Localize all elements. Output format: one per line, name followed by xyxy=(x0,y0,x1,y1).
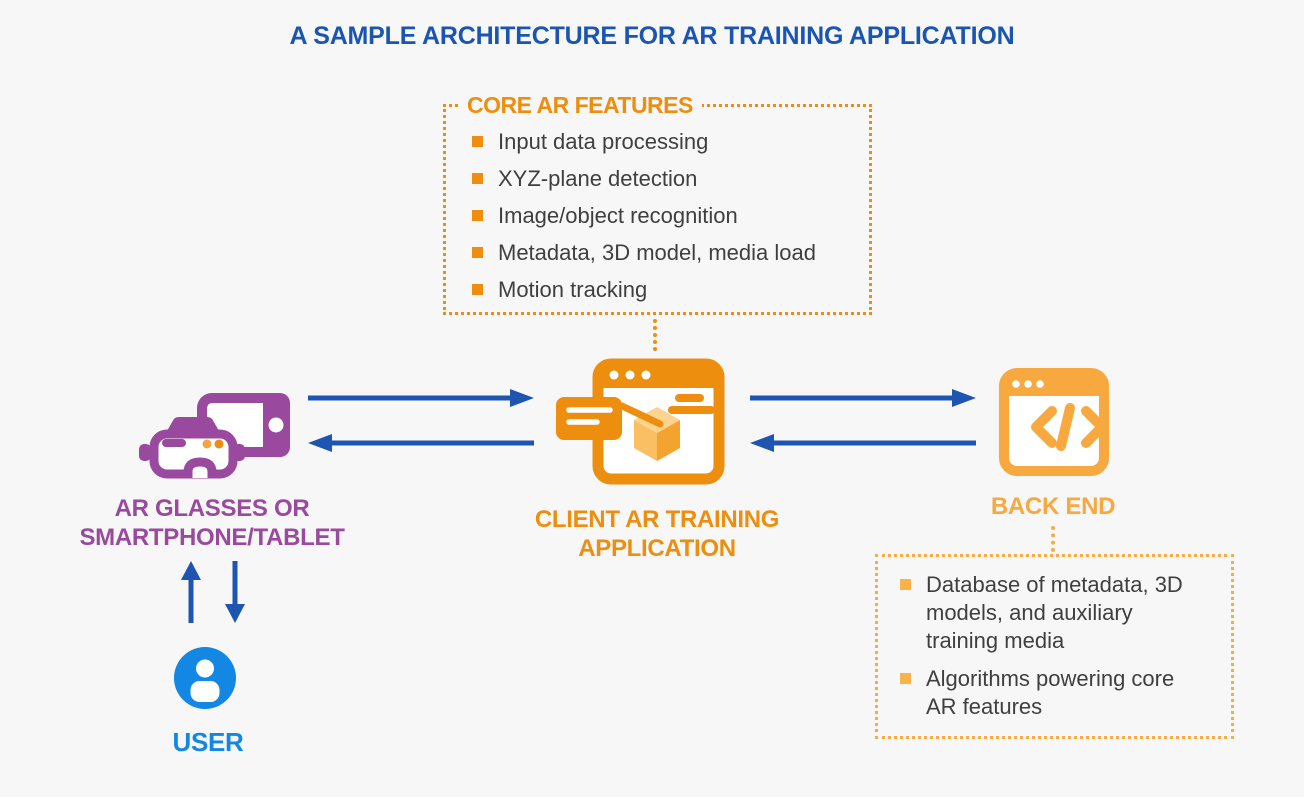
backend-details-box: Database of metadata, 3D models, and aux… xyxy=(875,554,1234,739)
list-item: Input data processing xyxy=(472,127,861,157)
core-ar-features-list: Input data processing XYZ-plane detectio… xyxy=(446,107,869,305)
arrow-left-backend-to-client xyxy=(750,434,976,452)
client-node-label: CLIENT AR TRAINING APPLICATION xyxy=(534,506,780,562)
code-window-icon xyxy=(999,368,1109,476)
list-item: Image/object recognition xyxy=(472,201,861,231)
list-item-text: Database of metadata, 3D models, and aux… xyxy=(926,572,1183,653)
core-ar-features-box: CORE AR FEATURES Input data processing X… xyxy=(443,92,872,315)
list-item: Algorithms powering core AR features xyxy=(900,665,1223,721)
list-item: Metadata, 3D model, media load xyxy=(472,238,861,268)
dotted-connector xyxy=(1051,526,1055,552)
list-item-text: XYZ-plane detection xyxy=(498,166,698,191)
list-item-text: Image/object recognition xyxy=(498,203,738,228)
square-bullet-icon xyxy=(900,579,911,590)
list-item-text: Metadata, 3D model, media load xyxy=(498,240,816,265)
list-item-text: Motion tracking xyxy=(498,277,648,302)
ar-glasses-and-tablet-icon xyxy=(139,393,290,479)
square-bullet-icon xyxy=(472,136,483,147)
person-circle-icon xyxy=(174,647,236,709)
backend-details-list: Database of metadata, 3D models, and aux… xyxy=(878,557,1231,721)
arrow-left-client-to-device xyxy=(308,434,534,452)
list-item-text: Input data processing xyxy=(498,129,709,154)
arrow-down-device-to-user xyxy=(225,561,245,623)
page-title: A SAMPLE ARCHITECTURE FOR AR TRAINING AP… xyxy=(289,22,1015,50)
browser-window-ar-cube-icon xyxy=(556,358,725,485)
arrow-right-device-to-client xyxy=(308,389,534,407)
arrow-up-user-to-device xyxy=(181,561,201,623)
user-node-label: USER xyxy=(172,727,244,757)
square-bullet-icon xyxy=(472,210,483,221)
list-item: Motion tracking xyxy=(472,275,861,305)
square-bullet-icon xyxy=(472,173,483,184)
square-bullet-icon xyxy=(472,247,483,258)
square-bullet-icon xyxy=(472,284,483,295)
dotted-connector xyxy=(653,319,657,351)
square-bullet-icon xyxy=(900,673,911,684)
core-ar-features-title: CORE AR FEATURES xyxy=(458,92,702,119)
backend-node-label: BACK END xyxy=(990,493,1116,520)
list-item: XYZ-plane detection xyxy=(472,164,861,194)
list-item-text: Algorithms powering core AR features xyxy=(926,666,1175,719)
arrow-right-client-to-backend xyxy=(750,389,976,407)
device-node-label: AR GLASSES OR SMARTPHONE/TABLET xyxy=(79,495,345,551)
list-item: Database of metadata, 3D models, and aux… xyxy=(900,571,1223,655)
